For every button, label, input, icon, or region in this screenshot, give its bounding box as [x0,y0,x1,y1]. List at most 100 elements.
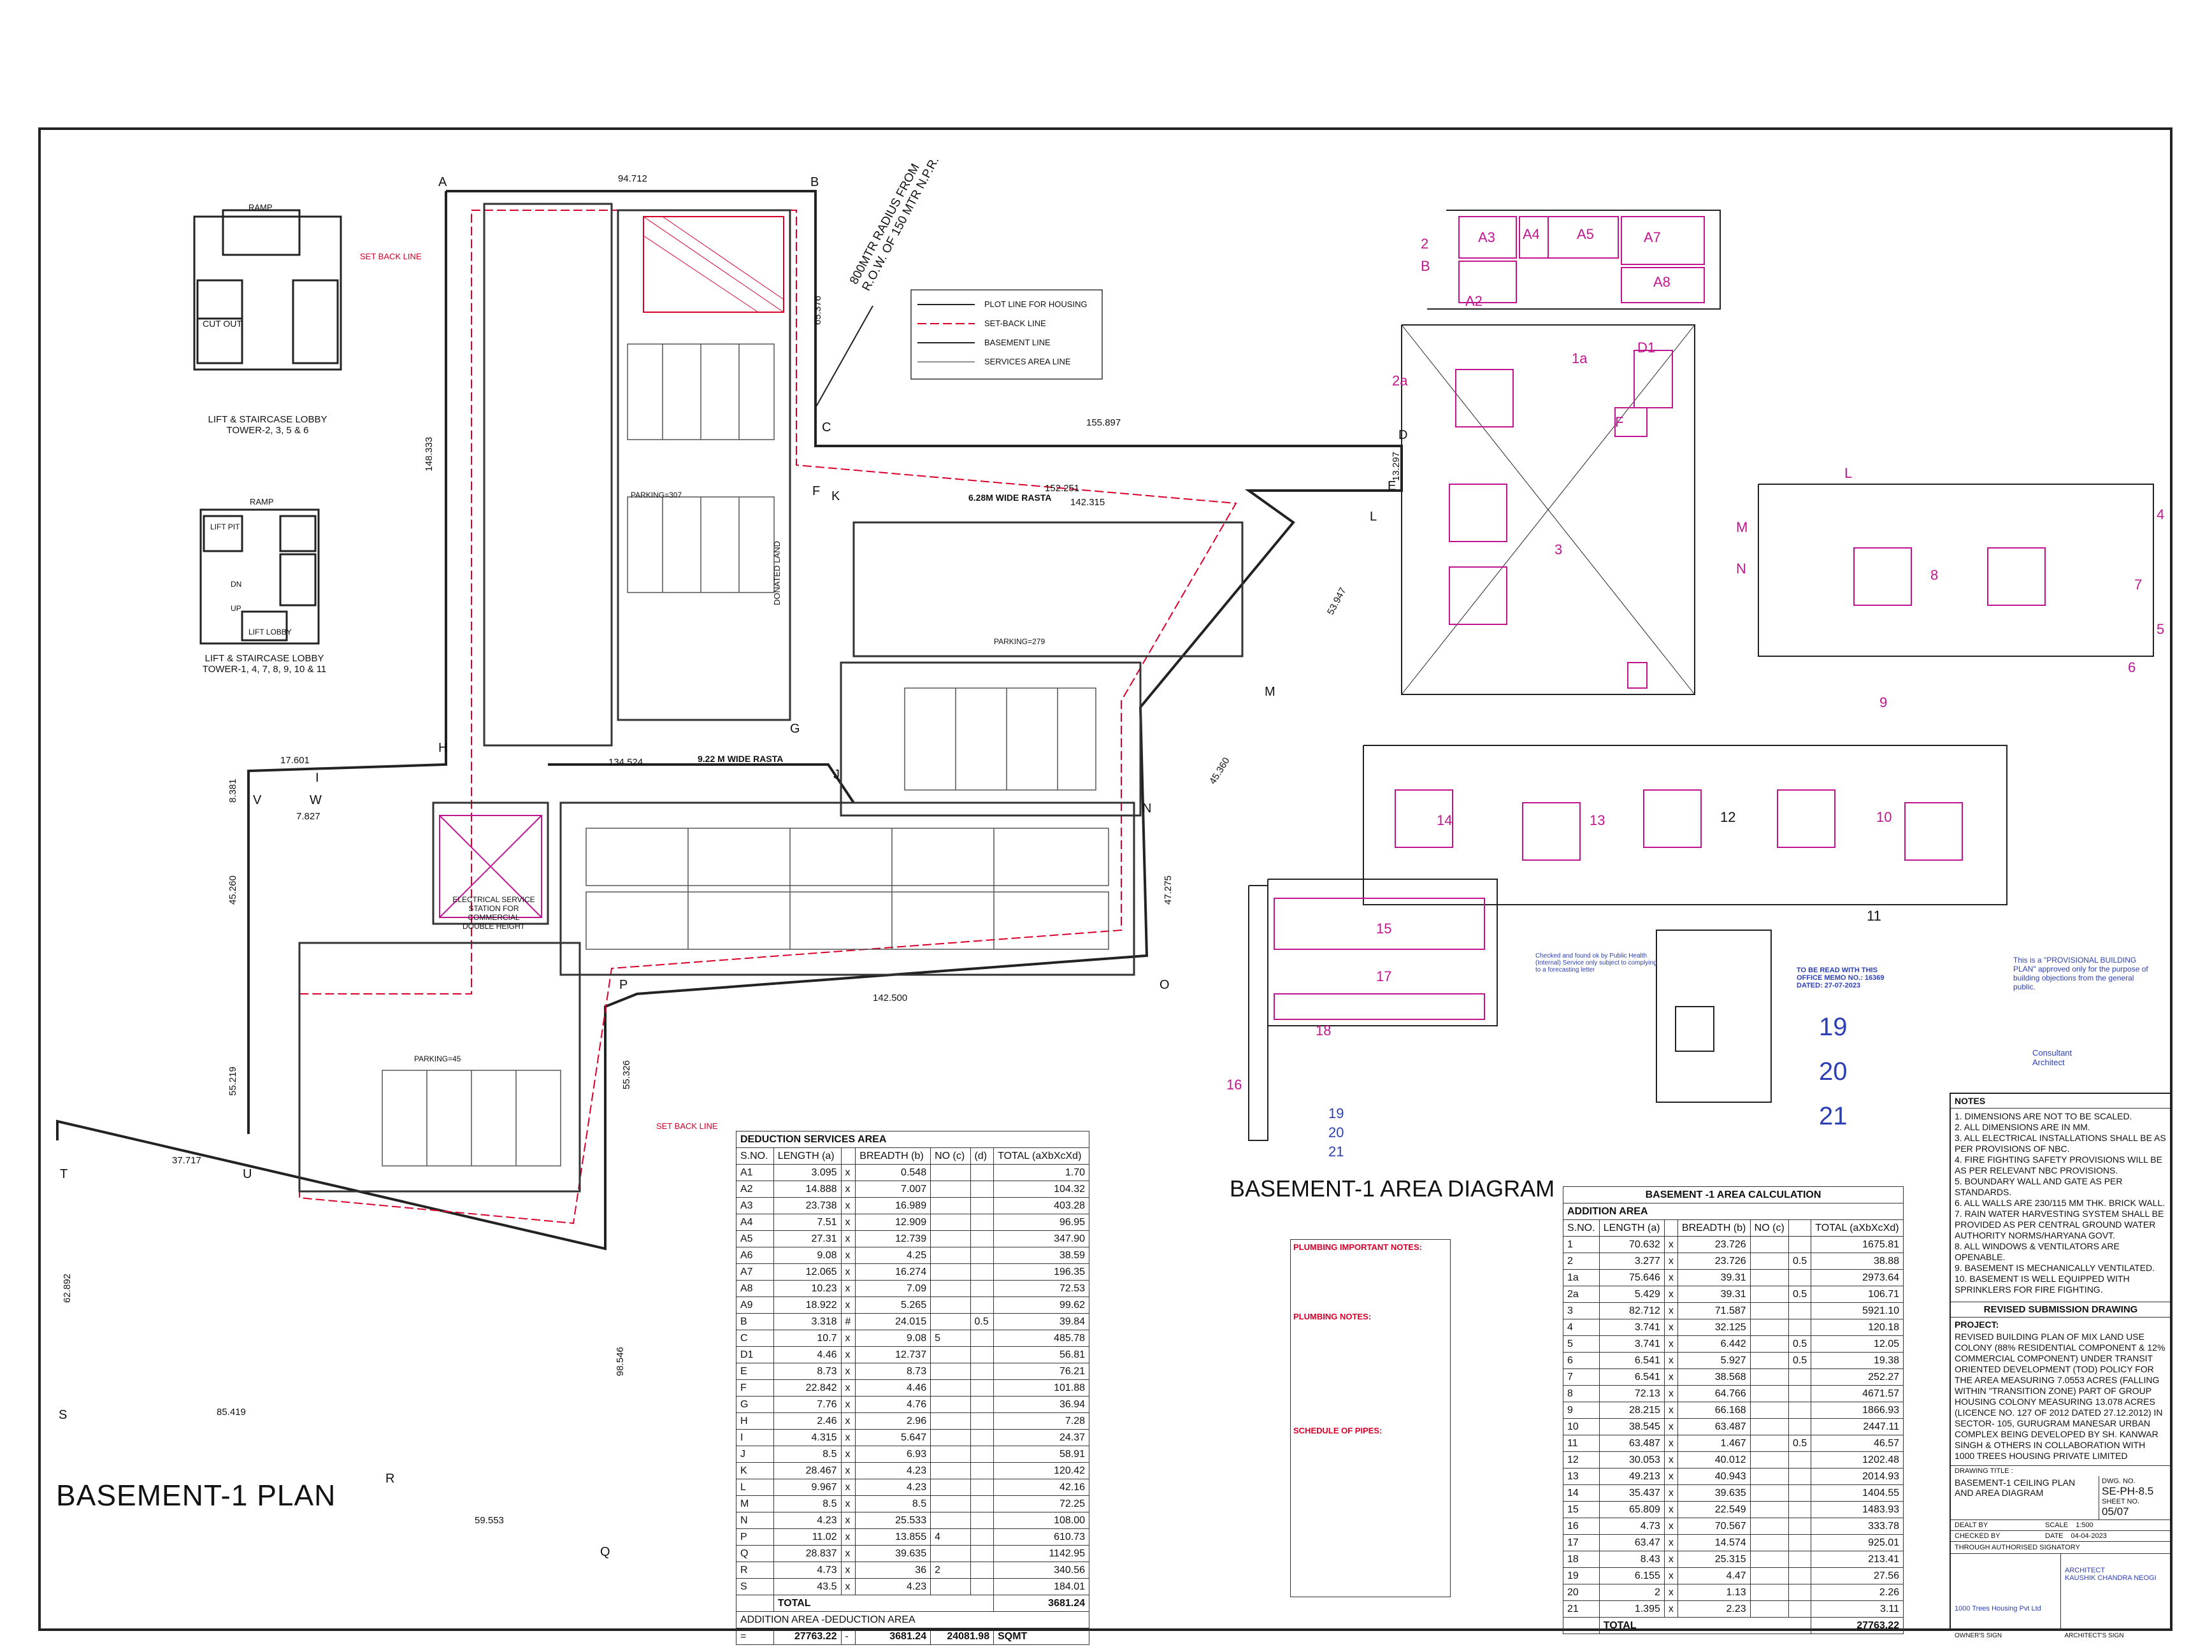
deduction-caption: DEDUCTION SERVICES AREA [736,1131,1089,1148]
table-cell: 16.274 [855,1263,931,1281]
parking-label-3: PARKING=45 [414,1054,461,1063]
table-cell: x [840,1346,856,1363]
point-label: O [1160,978,1170,992]
point-label: B [810,175,819,189]
point-label: D [1398,428,1408,442]
table-cell: 0.5 [970,1313,995,1330]
owner-sign-label: OWNER'S SIGN [1955,1632,2002,1639]
drawing-title-label: DRAWING TITLE : [1951,1465,2171,1476]
table-cell: 70.567 [1677,1518,1751,1535]
table-cell: 2.26 [1811,1584,1904,1601]
table-cell: 19.38 [1811,1352,1904,1369]
table-cell: x [1663,1368,1678,1386]
point-label: I [315,771,319,785]
table-cell: x [1663,1567,1678,1584]
table-cell: x [1663,1385,1678,1402]
table-cell: R [736,1562,774,1579]
table-cell: x [840,1545,856,1562]
deduction-label: L [1844,465,1853,481]
parking-label-2: PARKING=279 [994,637,1045,646]
area-label: 8 [1930,567,1939,583]
table-cell [1788,1534,1812,1551]
table-cell [970,1263,995,1281]
area-label: 12 [1720,809,1736,825]
table-cell [1788,1269,1812,1286]
table-cell: 49.213 [1598,1468,1665,1485]
table-cell [930,1363,971,1380]
table-cell: x [840,1512,856,1529]
table-cell: x [1663,1302,1678,1319]
table-cell: 10.7 [773,1330,842,1347]
area-label: 11 [1867,908,1881,924]
table-cell: 2014.93 [1811,1468,1904,1485]
table-cell: A1 [736,1164,774,1181]
table-cell: 9.967 [773,1479,842,1496]
table-cell [1749,1435,1789,1452]
table-cell: x [840,1379,856,1397]
table-cell: 6.93 [855,1446,931,1463]
table-cell: 0.5 [1788,1253,1812,1270]
note-item: 10. BASEMENT IS WELL EQUIPPED WITH SPRIN… [1955,1274,2130,1295]
table-cell: K [736,1462,774,1479]
deduction-table: DEDUCTION SERVICES AREA S.NO. LENGTH (a)… [736,1131,1089,1645]
table-cell: L [736,1479,774,1496]
table-cell [970,1363,995,1380]
dim-label: 155.897 [1086,417,1121,428]
table-cell: 8 [1563,1385,1600,1402]
area-label: 2a [1392,373,1408,389]
table-cell: 3.741 [1598,1319,1665,1336]
set-back-label-1: SET BACK LINE [360,252,422,261]
table-cell: 1.395 [1598,1600,1665,1618]
table-cell: 10 [1563,1418,1600,1435]
table-cell: 1.13 [1677,1584,1751,1601]
table-cell: G [736,1396,774,1413]
consultant-stamp: Consultant Architect [2032,1048,2072,1067]
table-cell: 184.01 [993,1578,1089,1595]
area-calc-subcaption: ADDITION AREA [1563,1203,1904,1220]
point-label: G [790,722,800,736]
table-cell: 2 [930,1562,971,1579]
table-cell: 11 [1563,1435,1600,1452]
area-diagram-deductions [1274,216,2046,1020]
table-cell: 18 [1563,1551,1600,1568]
ramp-label-1: RAMP [248,203,273,212]
table-cell: 39.84 [993,1313,1089,1330]
table-cell: 1675.81 [1811,1236,1904,1253]
dealt-by-label: DEALT BY [1955,1521,1988,1529]
table-cell [1749,1253,1789,1270]
table-cell: 72.53 [993,1280,1089,1297]
table-cell: 35.437 [1598,1484,1665,1502]
table-cell: 333.78 [1811,1518,1904,1535]
table-cell [1788,1236,1812,1253]
table-cell: x [1663,1600,1678,1618]
table-cell: 96.95 [993,1214,1089,1231]
table-cell [1749,1418,1789,1435]
table-cell: x [840,1446,856,1463]
table-cell: 5.265 [855,1296,931,1314]
table-cell: 1202.48 [1811,1451,1904,1469]
table-cell: 10.23 [773,1280,842,1297]
table-cell: 9.08 [855,1330,931,1347]
health-stamp: Checked and found ok by Public Health (I… [1535,952,1657,973]
table-cell: x [1663,1451,1678,1469]
table-cell: 8.43 [1598,1551,1665,1568]
table-final-row: = 27763.22 - 3681.24 24081.98 SQMT [736,1628,1089,1645]
table-cell: 63.47 [1598,1534,1665,1551]
table-cell: 12.05 [1811,1335,1904,1353]
scale-value: 1:500 [2076,1521,2094,1529]
note-item: 8. ALL WINDOWS & VENTILATORS ARE OPENABL… [1955,1241,2120,1262]
table-cell: 1866.93 [1811,1402,1904,1419]
table-cell: A9 [736,1296,774,1314]
date-value: 04-04-2023 [2071,1532,2107,1540]
table-cell [970,1462,995,1479]
area-label: 5 [2157,621,2165,637]
table-cell: 40.012 [1677,1451,1751,1469]
dim-label: 55.326 [621,1060,632,1089]
